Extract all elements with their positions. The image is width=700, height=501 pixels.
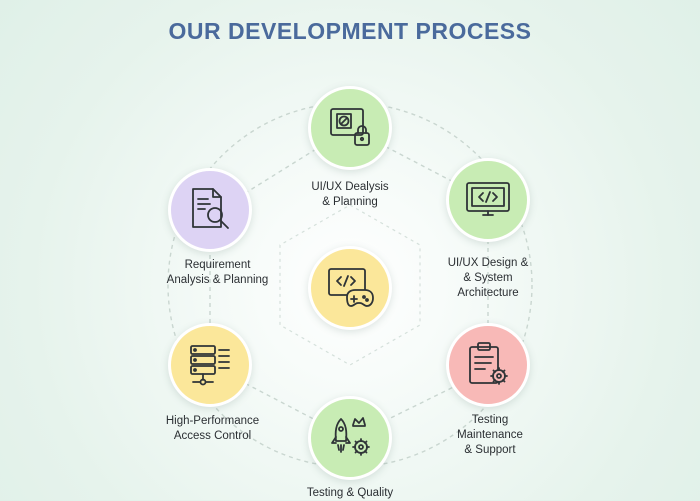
document-search-icon (192, 188, 229, 229)
requirement-analysis-node (168, 168, 252, 252)
code-monitor-icon (466, 182, 510, 216)
uiux-planning-label: UI/UX Dealysis & Planning (311, 181, 389, 208)
access-control-node (168, 323, 252, 407)
testing-quality-node (308, 396, 392, 480)
design-lock-icon (330, 108, 370, 146)
system-architecture-label: UI/UX Design & & System Architecture (447, 257, 529, 299)
server-list-icon (190, 345, 230, 386)
testing-quality-label: Testing & Quality (306, 487, 394, 499)
access-control-label: High-Performance Access Control (165, 415, 260, 442)
code-gamepad-icon (328, 268, 374, 307)
testing-support-node (446, 323, 530, 407)
page-title: OUR DEVELOPMENT PROCESS (168, 18, 532, 44)
system-architecture-node (446, 158, 530, 242)
testing-support-label: Testing Maintenance & Support (457, 414, 523, 456)
clipboard-gear-icon (469, 342, 508, 385)
uiux-planning-node (308, 86, 392, 170)
center-node (308, 246, 392, 330)
rocket-crown-gear-icon (331, 417, 370, 456)
requirement-analysis-label: Requirement Analysis & Planning (166, 259, 269, 286)
inner-hexagon (279, 204, 421, 366)
